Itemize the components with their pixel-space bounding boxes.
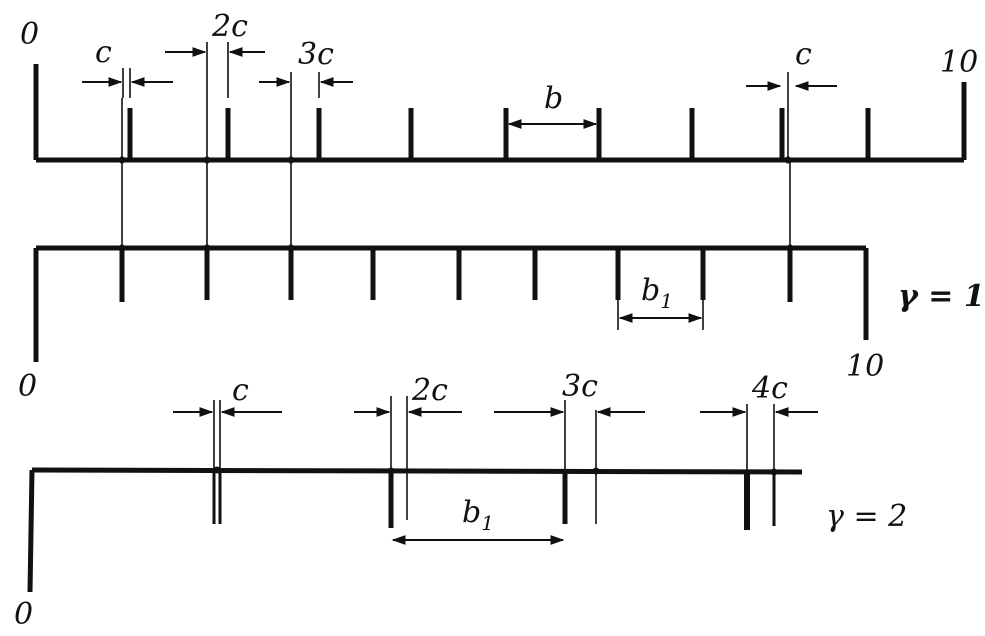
bottom-offset-4c-label: 4c: [751, 371, 788, 406]
mid-scale-zero-label: 0: [18, 369, 37, 404]
bottom-scale-baseline: [31, 467, 803, 475]
top-scale-ten-label: 10: [940, 45, 978, 80]
junction-dot: [118, 156, 126, 164]
junction-dot: [203, 244, 211, 252]
offset-c-label: c: [95, 35, 112, 70]
mid-scale-ten-label: 10: [846, 349, 884, 384]
junction-dot: [387, 467, 395, 475]
mid-spacing-b1-label: b1: [641, 273, 673, 313]
bottom-offset-2c-label: 2c: [411, 373, 448, 408]
top-scale-ticks: [127, 108, 871, 160]
junction-dot: [203, 156, 211, 164]
middle-scale: b1 0 10 γ = 1: [18, 244, 985, 404]
junction-dot: [287, 156, 295, 164]
junction-dot: [287, 244, 295, 252]
top-spacing-b-label: b: [544, 81, 563, 116]
bottom-scale-start-tick: [27, 469, 35, 593]
junction-dot: [118, 244, 126, 252]
offset-3c-label: 3c: [298, 37, 334, 72]
bottom-b-subscript: 1: [481, 511, 494, 535]
junction-dot: [592, 467, 600, 475]
junction-dot: [213, 466, 221, 474]
bottom-scale-ticks: [212, 410, 776, 530]
gamma-2-label: γ = 2: [826, 499, 907, 534]
top-scale: 0 10 b c 2c 3c c: [20, 9, 978, 163]
mid-b-letter: b: [641, 273, 660, 308]
junction-dot: [784, 156, 792, 164]
bottom-offset-3c-label: 3c: [562, 369, 598, 404]
alignment-guides: [118, 98, 792, 248]
bottom-scale-zero-label: 0: [14, 597, 33, 632]
bottom-b-letter: b: [462, 495, 481, 530]
junction-dot: [786, 244, 794, 252]
gamma-1-label: γ = 1: [898, 279, 985, 314]
offset-c-right-label: c: [795, 37, 812, 72]
mid-b-subscript: 1: [660, 289, 673, 313]
mid-scale-ticks: [119, 248, 793, 302]
bottom-spacing-b1-label: b1: [462, 495, 494, 535]
top-scale-zero-label: 0: [20, 17, 39, 52]
bottom-offset-c-label: c: [232, 373, 249, 408]
junction-dot: [770, 468, 778, 476]
bottom-scale: c 2c 3c 4c b1 0 γ = 2: [14, 369, 907, 632]
offset-2c-label: 2c: [211, 9, 248, 44]
